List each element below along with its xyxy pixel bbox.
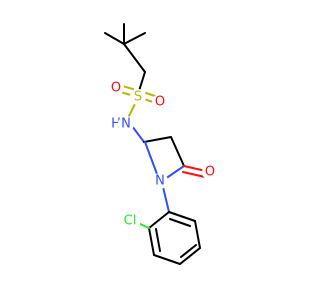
- bond-n1-c2: [144, 141, 158, 175]
- amine-h-label: H: [111, 117, 121, 132]
- bond-c5-o-b: [182, 171, 206, 178]
- oxygen-left-label: O: [111, 81, 121, 96]
- atom-labels: S O O H N N O Cl: [108, 80, 218, 230]
- bond-ar3: [153, 254, 181, 265]
- bond-ch2-s: [138, 71, 146, 92]
- bond-ar4: [179, 247, 201, 265]
- bond-s-n: [128, 103, 136, 117]
- bond-n-phenyl: [162, 186, 170, 213]
- chlorophenyl-ring: [148, 211, 201, 265]
- bond-c-ch2: [123, 43, 146, 73]
- amine-n-label: N: [121, 117, 131, 132]
- chlorine-label: Cl: [124, 214, 137, 229]
- oxygen-right-label: O: [155, 95, 165, 110]
- bond-ar1: [148, 211, 170, 229]
- bond-c5-n1: [164, 165, 185, 180]
- bond-ar-inner1: [155, 228, 161, 252]
- carbonyl-o-label: O: [205, 165, 215, 180]
- bond-ar2: [148, 227, 155, 256]
- chemical-structure: S O O H N N O Cl: [104, 23, 218, 265]
- bond-s-o-right-a: [145, 92, 156, 97]
- bond-c-me1: [104, 32, 125, 45]
- bond-c3-c4: [143, 136, 172, 143]
- bond-ar-inner2: [180, 244, 197, 258]
- bond-c4-c5: [170, 136, 185, 167]
- bond-nh-c3: [131, 125, 145, 143]
- pyrrolidinone-ring: [131, 125, 207, 180]
- bond-c-me2: [123, 32, 146, 45]
- lactam-n-label: N: [155, 174, 165, 189]
- bond-ar-inner3: [169, 218, 191, 227]
- sulfur-label: S: [134, 90, 142, 105]
- bond-ar5: [194, 220, 201, 249]
- tert-butyl-group: [104, 23, 146, 73]
- bond-ar6: [168, 211, 196, 222]
